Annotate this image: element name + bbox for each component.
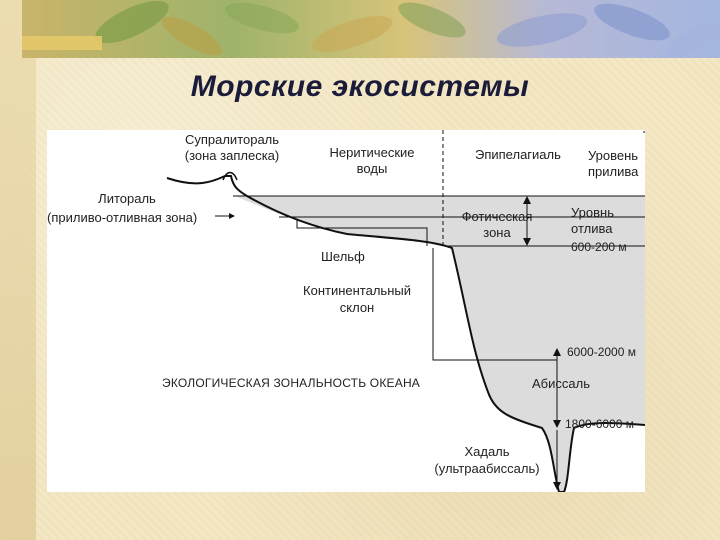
photic-arrow-head-bottom [523,238,531,246]
littoral-arrow-head [229,213,235,219]
seafloor-profile [166,175,645,492]
label-littoral-zone: (приливо-отливная зона) [47,210,198,225]
leaf-banner-art [22,0,720,58]
ocean-profile-svg [166,130,645,492]
label-photic: Фотическая [461,209,533,224]
label-abyssal: Абиссаль [532,376,590,391]
label-depth-200: 600-200 м [571,240,627,254]
ocean-zonation-diagram: Супралитораль (зона заплеска) Неритическ… [47,130,645,492]
label-supralittoral: Супралитораль [184,132,280,147]
label-ultra-abyssal: (ультраабиссаль) [434,461,540,476]
decorative-banner [22,0,720,58]
label-hadal: Хадаль [464,444,510,459]
label-slope: склон [339,300,375,315]
label-littoral: Литораль [98,191,156,206]
abyssal-arrow-head-bottom [553,420,561,428]
label-neritic: Неритические [329,145,415,160]
label-depth-6000: 1800-6000 м [565,417,634,431]
label-high-tide: Уровень [588,148,639,163]
slide-title: Морские экосистемы [190,70,530,103]
abyssal-arrow-head-top [553,348,561,356]
hadal-arrow-head [553,482,561,490]
label-continental-slope: Континентальный [303,283,411,298]
left-decor-strip [0,0,36,540]
label-neritic-waters: воды [356,161,388,176]
photic-arrow-head-top [523,196,531,204]
label-high-tide-2: прилива [588,164,639,179]
water-area [235,196,645,492]
label-splash-zone: (зона заплеска) [184,148,280,163]
label-low-tide: Уровнь [571,205,614,220]
splash-zone-wave [222,171,238,181]
label-epipelagial: Эпипелагиаль [475,147,561,162]
slope-bracket [432,248,557,361]
label-photic-zone: зона [483,225,511,240]
label-shelf: Шельф [321,249,365,264]
label-ocean-zonation: ЭКОЛОГИЧЕСКАЯ ЗОНАЛЬНОСТЬ ОКЕАНА [162,376,421,390]
shelf-bracket [296,220,428,246]
label-depth-2000: 6000-2000 м [567,345,636,359]
label-low-tide-2: отлива [571,221,613,236]
